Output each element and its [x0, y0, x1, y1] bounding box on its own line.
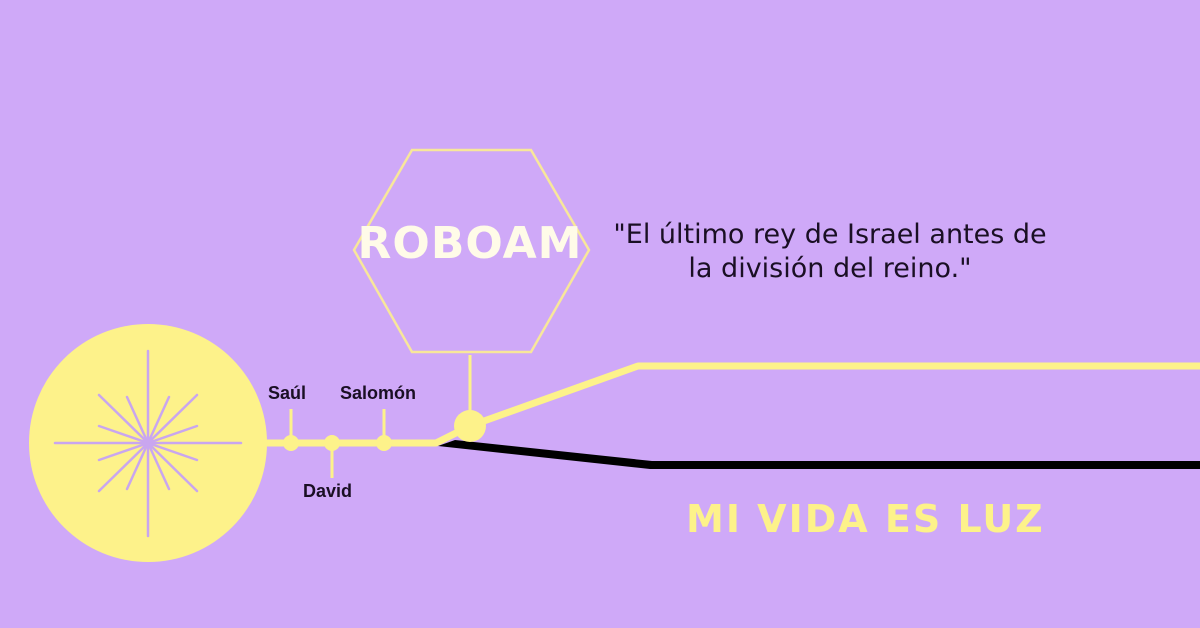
title-hexagon [352, 148, 591, 354]
king-title: ROBOAM [357, 218, 583, 269]
roboam-node [454, 410, 486, 442]
saul-node [283, 435, 299, 451]
brand-text: MI VIDA ES LUZ [686, 497, 1045, 541]
label-salomon: Salomón [340, 383, 417, 403]
david-node [324, 435, 340, 451]
quote-text: "El último rey de Israel antes de la div… [580, 218, 1080, 286]
quote-line-2: la división del reino." [688, 253, 972, 284]
timeline-track [250, 362, 1200, 447]
label-saul: Saúl [268, 383, 307, 403]
label-david: David [303, 481, 353, 501]
quote-line-1: "El último rey de Israel antes de [613, 219, 1047, 250]
starburst-icon [53, 349, 243, 538]
salomon-node [376, 435, 392, 451]
divided-kingdom-branch [438, 440, 1200, 469]
